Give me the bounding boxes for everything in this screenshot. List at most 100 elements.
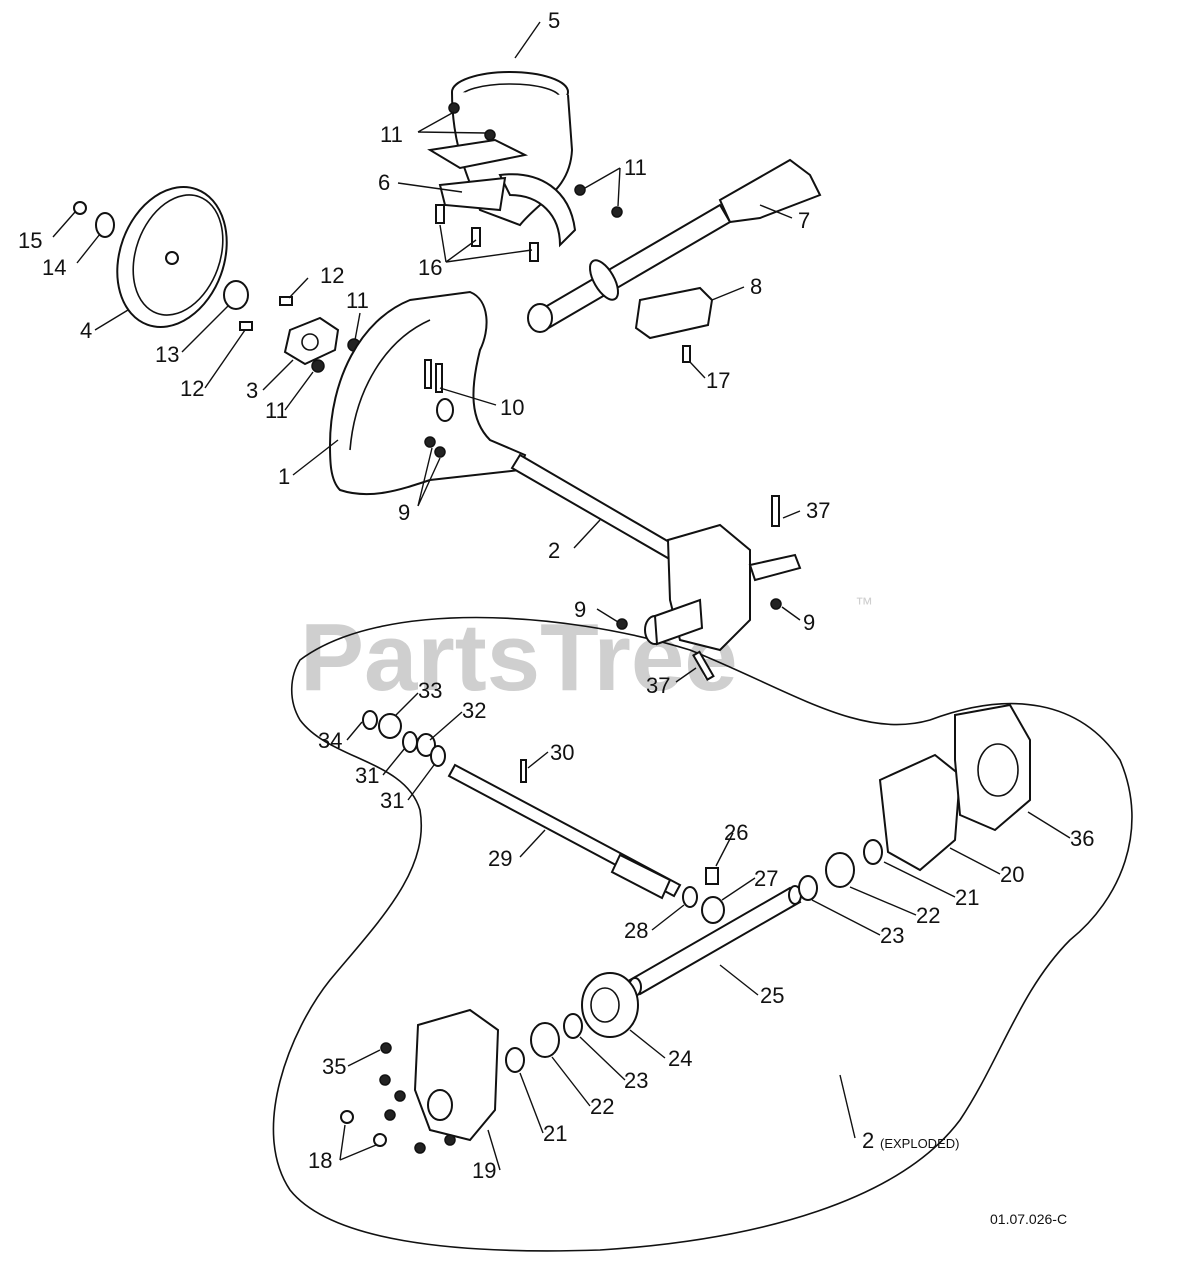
crank-handle-part-7 xyxy=(527,158,822,333)
cover-part-36 xyxy=(954,703,1031,832)
bushing-part-27 xyxy=(701,896,725,924)
callout-32: 32 xyxy=(462,698,486,723)
callout-10: 10 xyxy=(500,395,524,420)
screw-icon xyxy=(380,1042,392,1054)
diagram-code: 01.07.026-C xyxy=(990,1211,1067,1227)
callout-37: 37 xyxy=(646,673,670,698)
nut-icon xyxy=(616,618,628,630)
callout-5: 5 xyxy=(548,8,560,33)
bushing-part-33 xyxy=(378,713,402,739)
callout-16: 16 xyxy=(418,255,442,280)
callout-2-exploded: 2 xyxy=(862,1128,874,1153)
callout-29: 29 xyxy=(488,846,512,871)
callout-19: 19 xyxy=(472,1158,496,1183)
callout-35: 35 xyxy=(322,1054,346,1079)
callout-9: 9 xyxy=(574,597,586,622)
callout-17: 17 xyxy=(706,368,730,393)
callout-23: 23 xyxy=(624,1068,648,1093)
seal-part-21 xyxy=(505,1047,525,1073)
housing-part-1 xyxy=(328,290,527,496)
bearing-part-13 xyxy=(223,280,249,310)
exploded-view-outline xyxy=(272,616,1133,1252)
bushing-part-22 xyxy=(825,852,855,888)
nut-icon xyxy=(484,129,496,141)
callout-3: 3 xyxy=(246,378,258,403)
worm-shaft-part-29 xyxy=(447,763,682,900)
flange-part-3 xyxy=(283,316,340,366)
nut-icon xyxy=(434,446,446,458)
callout-31: 31 xyxy=(355,763,379,788)
callout-9: 9 xyxy=(803,610,815,635)
callout-12: 12 xyxy=(180,376,204,401)
callout-34: 34 xyxy=(318,728,342,753)
screw-icon xyxy=(379,1074,391,1086)
callout-13: 13 xyxy=(155,342,179,367)
plug-part-18 xyxy=(340,1110,354,1124)
screw-part-17 xyxy=(682,345,691,363)
screw-icon xyxy=(414,1142,426,1154)
callout-24: 24 xyxy=(668,1046,692,1071)
callout-28: 28 xyxy=(624,918,648,943)
callout-31: 31 xyxy=(380,788,404,813)
callout-6: 6 xyxy=(378,170,390,195)
callout-11: 11 xyxy=(624,155,647,180)
nut-icon xyxy=(424,436,436,448)
nut-icon xyxy=(311,359,325,373)
screw-part-12 xyxy=(239,321,253,331)
gear-part-24 xyxy=(581,972,639,1038)
callout-15: 15 xyxy=(18,228,42,253)
callout-11: 11 xyxy=(265,398,288,423)
nut-icon xyxy=(574,184,586,196)
exploded-note: (EXPLODED) xyxy=(880,1136,959,1151)
nut-icon xyxy=(770,598,782,610)
callout-11: 11 xyxy=(380,122,403,147)
callout-labels: 5 11 11 6 7 8 17 16 15 14 4 13 12 12 3 1… xyxy=(18,8,1094,1183)
callout-23: 23 xyxy=(880,923,904,948)
callout-21: 21 xyxy=(955,885,979,910)
watermark-trademark: ™ xyxy=(855,594,873,614)
callout-27: 27 xyxy=(754,866,778,891)
callout-25: 25 xyxy=(760,983,784,1008)
chute-bracket-part-6 xyxy=(427,138,529,212)
screw-icon xyxy=(444,1134,456,1146)
callout-14: 14 xyxy=(42,255,66,280)
washer-part-31 xyxy=(402,731,418,753)
seal-part-21 xyxy=(863,839,883,865)
nut-part-15 xyxy=(73,201,87,215)
bearing-part-14 xyxy=(95,212,115,238)
leader-lines xyxy=(52,21,1071,1171)
callout-30: 30 xyxy=(550,740,574,765)
callout-12: 12 xyxy=(320,263,344,288)
washer-part-31 xyxy=(430,745,446,767)
callout-2: 2 xyxy=(548,538,560,563)
callout-18: 18 xyxy=(308,1148,332,1173)
callout-9: 9 xyxy=(398,500,410,525)
callout-11: 11 xyxy=(346,288,369,313)
callout-4: 4 xyxy=(80,318,92,343)
callout-37: 37 xyxy=(806,498,830,523)
bushing-part-22 xyxy=(530,1022,560,1058)
callout-21: 21 xyxy=(543,1121,567,1146)
shaft-gearbox-part-2 xyxy=(510,453,802,652)
screw-icon xyxy=(384,1109,396,1121)
callout-33: 33 xyxy=(418,678,442,703)
screw-part-12 xyxy=(279,296,293,306)
pulley-part-4 xyxy=(116,186,228,328)
callout-20: 20 xyxy=(1000,862,1024,887)
gearbox-half-part-19 xyxy=(413,1008,500,1142)
bolt-part-37 xyxy=(692,650,715,681)
callout-8: 8 xyxy=(750,274,762,299)
screw-icon xyxy=(394,1090,406,1102)
pin-part-26 xyxy=(705,867,719,885)
callout-22: 22 xyxy=(916,903,940,928)
plug-part-18 xyxy=(373,1133,387,1147)
nut-icon xyxy=(448,102,460,114)
bolt-part-37 xyxy=(771,495,780,527)
ring-part-34 xyxy=(362,710,378,730)
washer-part-23 xyxy=(798,875,818,901)
screw-part-16 xyxy=(435,204,539,262)
callout-1: 1 xyxy=(278,464,290,489)
callout-7: 7 xyxy=(798,208,810,233)
shaft-part-25 xyxy=(628,885,802,997)
